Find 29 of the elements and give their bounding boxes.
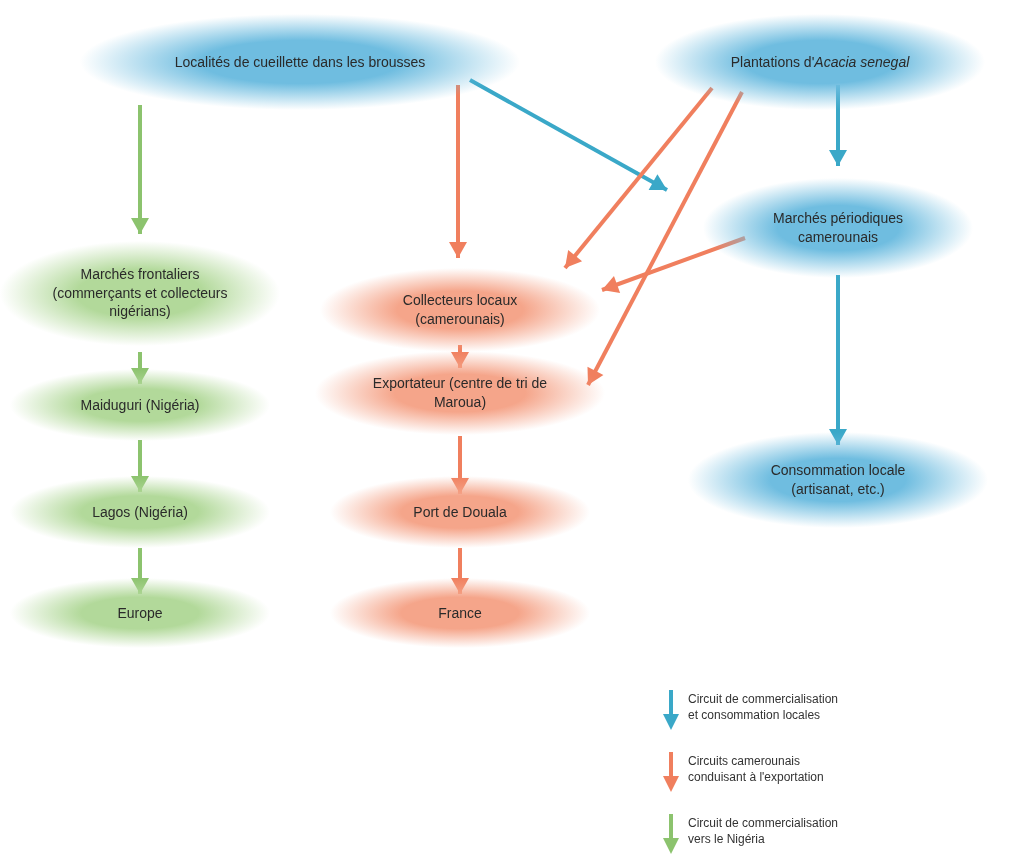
- arrow: [563, 86, 714, 270]
- node-label: Localités de cueillette dans les brousses: [174, 52, 426, 72]
- legend-label: Circuit de commercialisation et consommation locales: [688, 692, 840, 724]
- legend-label: Circuit de commercialisation vers le Nigéria: [688, 816, 840, 848]
- node-label: Marchés frontaliers (commerçants et collecteurs nigérians): [51, 264, 229, 322]
- node-label: Exportateur (centre de tri de Maroua): [371, 374, 549, 412]
- arrow: [449, 85, 467, 258]
- legend-label: Circuits camerounais conduisant à l'exportation: [688, 754, 825, 786]
- arrow: [451, 345, 469, 368]
- arrow: [469, 78, 668, 192]
- node-label: France: [438, 603, 482, 623]
- node-label: Port de Douala: [413, 502, 507, 522]
- node-label: Consommation locale (artisanat, etc.): [769, 461, 907, 499]
- arrow: [131, 548, 149, 594]
- node-label: Collecteurs locaux (camerounais): [401, 291, 519, 329]
- arrow: [451, 436, 469, 494]
- node-label: Lagos (Nigéria): [92, 502, 188, 522]
- arrow: [131, 440, 149, 492]
- arrow: [586, 91, 744, 386]
- arrow: [829, 85, 847, 166]
- node-label: Maiduguri (Nigéria): [80, 395, 200, 415]
- arrow: [451, 548, 469, 594]
- arrow: [601, 236, 746, 293]
- arrow: [131, 105, 149, 234]
- arrow: [829, 275, 847, 445]
- arrow: [131, 352, 149, 384]
- node-label: Marchés périodiques camerounais: [772, 209, 904, 247]
- node-label: Plantations d'Acacia senegal: [730, 52, 910, 72]
- node-label: Europe: [117, 603, 163, 623]
